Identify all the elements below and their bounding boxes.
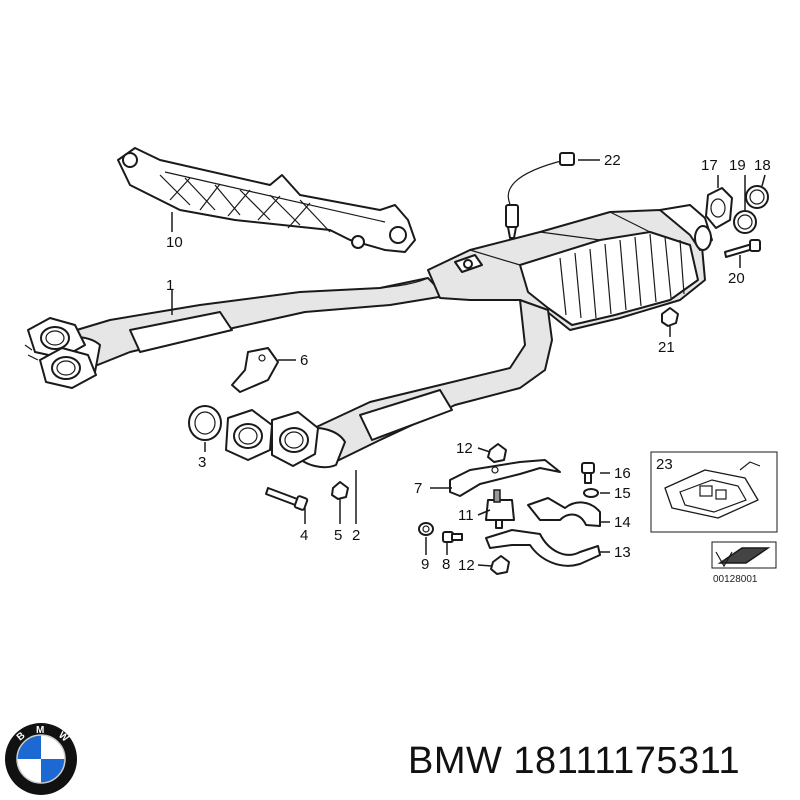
leader-lines: [171, 159, 766, 567]
part-13-clamp-lower: [485, 529, 601, 567]
label-22: 22: [604, 152, 621, 169]
label-19: 19: [729, 157, 746, 174]
part-22-oxygen-sensor: [505, 152, 575, 239]
logo-letter-m: M: [36, 725, 44, 736]
bmw-logo: B M W: [5, 723, 77, 795]
label-9: 9: [421, 556, 429, 573]
label-12-bottom: 12: [458, 557, 475, 574]
part-8-bolt: [442, 531, 463, 543]
label-13: 13: [614, 544, 631, 561]
part-12-nut-top: [487, 443, 507, 463]
part-1-front-pipe: [24, 277, 446, 389]
label-8: 8: [442, 556, 450, 573]
drawing-code: 00128001: [713, 574, 758, 585]
label-21: 21: [658, 339, 675, 356]
label-15: 15: [614, 485, 631, 502]
label-11: 11: [458, 507, 474, 524]
label-18: 18: [754, 157, 771, 174]
label-3: 3: [198, 454, 206, 471]
part-6-bracket: [231, 347, 279, 393]
label-10: 10: [166, 234, 183, 251]
part-4-bolt: [265, 487, 309, 511]
label-2: 2: [352, 527, 360, 544]
part-23-inset: [650, 451, 778, 569]
label-1: 1: [166, 277, 174, 294]
part-3-gasket: [188, 405, 222, 441]
label-17: 17: [701, 157, 718, 174]
part-9-washer: [418, 522, 434, 536]
label-14: 14: [614, 514, 631, 531]
part-17-flange-gasket: [705, 187, 733, 229]
part-number-caption: BMW 18111175311: [408, 740, 741, 782]
part-19-ring: [733, 210, 757, 234]
part-10-cross-brace: [117, 147, 416, 253]
logo-quadrant-bottom-right: [41, 759, 65, 783]
part-18-ring: [745, 185, 769, 209]
label-12-top: 12: [456, 440, 473, 457]
part-15-washer: [583, 488, 599, 498]
label-16: 16: [614, 465, 631, 482]
part-7-holder: [449, 459, 561, 497]
label-20: 20: [728, 270, 745, 287]
catalytic-converter: [427, 204, 713, 331]
label-23: 23: [656, 456, 673, 473]
part-2-front-pipe: [225, 299, 553, 469]
part-16-bolt: [581, 462, 595, 484]
logo-quadrant-top-left: [17, 735, 41, 759]
part-20-bolt: [724, 239, 761, 258]
part-5-nut: [331, 481, 349, 500]
part-21-nut: [661, 307, 679, 327]
label-4: 4: [300, 527, 308, 544]
part-12-nut-bottom: [490, 555, 510, 575]
part-14-clamp-upper: [527, 497, 601, 527]
label-6: 6: [300, 352, 308, 369]
label-5: 5: [334, 527, 342, 544]
part-11-rubber-mount: [485, 489, 515, 529]
label-7: 7: [414, 480, 422, 497]
part-labels: 1 2 3 4 5 6 7 8 9 10 11 12 12 13 14 15 1…: [166, 152, 771, 585]
